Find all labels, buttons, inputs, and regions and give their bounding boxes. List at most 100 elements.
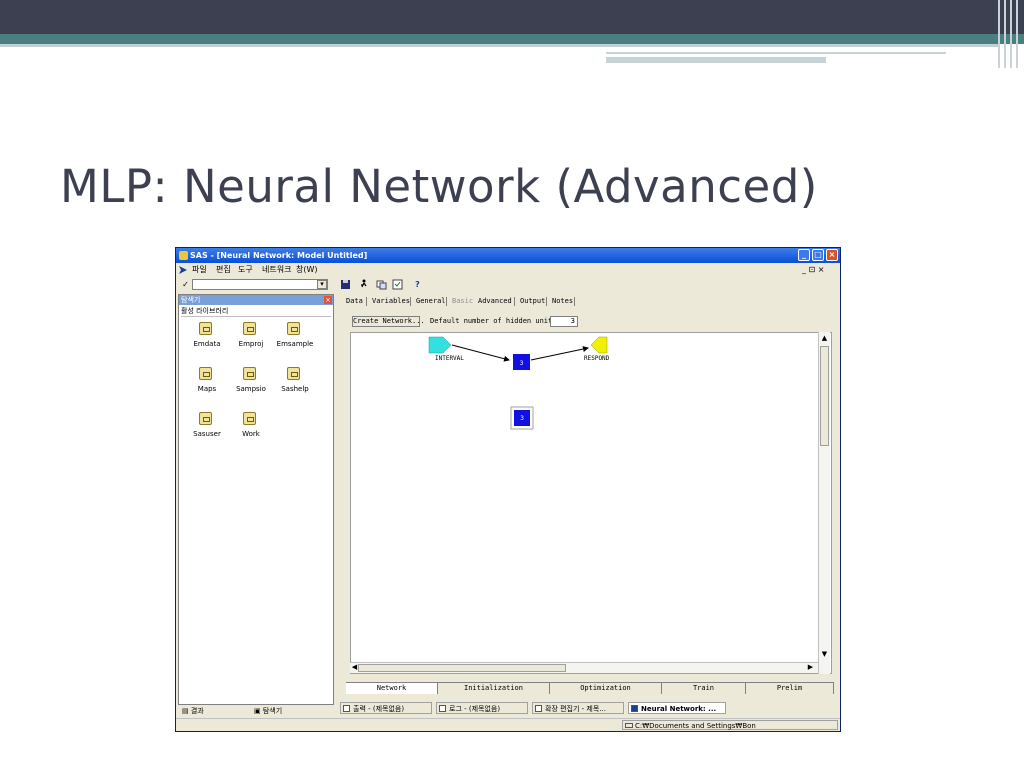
- library-emproj[interactable]: Emproj: [229, 322, 273, 362]
- output-window-icon: [343, 705, 350, 712]
- tab-initialization[interactable]: Initialization: [438, 683, 550, 694]
- extra-hidden-node-shape[interactable]: [514, 410, 530, 426]
- library-sashelp[interactable]: Sashelp: [273, 367, 317, 407]
- status-path-text: C:₩Documents and Settings₩Bon: [635, 722, 756, 730]
- library-label: Maps: [197, 385, 217, 393]
- library-drawer-icon: [243, 367, 256, 380]
- folder-icon: [625, 723, 633, 728]
- tab-general[interactable]: General: [416, 297, 446, 305]
- hidden-units-input[interactable]: 3: [550, 316, 578, 327]
- hidden-node-shape[interactable]: [513, 354, 530, 370]
- tab-train[interactable]: Train: [662, 683, 746, 694]
- output-node-label: RESPOND: [584, 355, 610, 362]
- task-log[interactable]: 로그 - (제목없음): [436, 702, 528, 714]
- vertical-scrollbar[interactable]: ▲ ▼: [818, 332, 830, 674]
- check-icon[interactable]: ✓: [182, 280, 189, 289]
- network-diagram: INTERVAL 3 RESPOND 3: [428, 336, 610, 430]
- active-libraries-heading: 활성 라이브러리: [181, 307, 229, 315]
- task-output-label: 출력 - (제목없음): [353, 705, 405, 713]
- sas-window: SAS - [Neural Network: Model Untitled] _…: [175, 247, 841, 732]
- library-drawer-icon: [287, 322, 300, 335]
- library-sasuser[interactable]: Sasuser: [185, 412, 229, 452]
- scroll-left-icon[interactable]: ◀: [351, 663, 358, 671]
- explorer-close-icon[interactable]: ×: [324, 296, 332, 304]
- library-sampsio[interactable]: Sampsio: [229, 367, 273, 407]
- slide-title: MLP: Neural Network (Advanced): [60, 160, 818, 213]
- scroll-right-icon[interactable]: ▶: [807, 663, 814, 671]
- library-label: Work: [242, 430, 260, 438]
- library-work[interactable]: Work: [229, 412, 273, 452]
- task-log-label: 로그 - (제목없음): [449, 705, 501, 713]
- sas-menu-icon[interactable]: [179, 266, 187, 274]
- tab-separator: [366, 297, 367, 306]
- nn-bottom-tabs: Network Initialization Optimization Trai…: [346, 682, 834, 695]
- vertical-scroll-thumb[interactable]: [820, 346, 829, 446]
- menu-network[interactable]: 네트워크: [262, 265, 292, 274]
- tab-results[interactable]: ▤ 결과: [182, 707, 204, 715]
- horizontal-scroll-thumb[interactable]: [358, 664, 566, 672]
- mdi-window-controls[interactable]: _ ⊡ ×: [802, 265, 825, 274]
- maximize-button[interactable]: □: [812, 249, 824, 261]
- scroll-up-icon[interactable]: ▲: [821, 334, 828, 342]
- tab-separator: [574, 297, 575, 306]
- library-drawer-icon: [199, 322, 212, 335]
- slide-accent-band: [0, 34, 1024, 44]
- tab-output[interactable]: Output: [520, 297, 546, 305]
- tab-notes[interactable]: Notes: [552, 297, 574, 305]
- library-label: Sashelp: [281, 385, 309, 393]
- input-node-shape[interactable]: [428, 336, 452, 354]
- menu-tools[interactable]: 도구: [238, 265, 253, 274]
- tab-data[interactable]: Data: [346, 297, 363, 305]
- task-neural-network[interactable]: Neural Network: ...: [628, 702, 726, 714]
- minimize-button[interactable]: _: [798, 249, 810, 261]
- tab-advanced[interactable]: Advanced: [478, 297, 512, 305]
- horizontal-scrollbar[interactable]: ◀ ▶: [350, 662, 818, 673]
- menu-edit[interactable]: 편집: [216, 265, 231, 274]
- command-dropdown-button[interactable]: ▾: [317, 280, 327, 289]
- library-emdata[interactable]: Emdata: [185, 322, 229, 362]
- tab-prelim[interactable]: Prelim: [746, 683, 834, 694]
- tab-separator: [546, 297, 547, 306]
- extra-hidden-node-value: 3: [520, 415, 524, 422]
- sas-app-icon: [179, 251, 188, 260]
- task-editor-label: 확장 편집기 - 제목...: [545, 705, 606, 713]
- results-icon[interactable]: [392, 279, 403, 290]
- slide-decor-stripe: [1010, 0, 1012, 68]
- tab-variables[interactable]: Variables: [372, 297, 410, 305]
- input-node-label: INTERVAL: [435, 355, 464, 362]
- save-icon[interactable]: [340, 279, 351, 290]
- tab-basic[interactable]: Basic: [452, 297, 474, 305]
- slide-decor-stripe: [1016, 0, 1018, 68]
- library-drawer-icon: [287, 367, 300, 380]
- menu-window[interactable]: 창(W): [296, 265, 318, 274]
- task-editor[interactable]: 확장 편집기 - 제목...: [532, 702, 624, 714]
- menu-file[interactable]: 파일: [192, 265, 207, 274]
- library-emsample[interactable]: Emsample: [273, 322, 317, 362]
- command-input[interactable]: [192, 279, 328, 290]
- task-output[interactable]: 출력 - (제목없음): [340, 702, 432, 714]
- output-node-shape[interactable]: [590, 336, 608, 354]
- tab-explorer-label: 탐색기: [262, 707, 283, 715]
- input-to-hidden-connection: [451, 344, 510, 362]
- library-drawer-icon: [199, 367, 212, 380]
- explorer-title: 탐색기: [181, 296, 201, 304]
- tab-separator: [446, 297, 447, 306]
- close-button[interactable]: ×: [826, 249, 838, 261]
- explorer-icon[interactable]: [376, 279, 387, 290]
- slide-decor-line: [606, 57, 826, 63]
- library-maps[interactable]: Maps: [185, 367, 229, 407]
- tab-optimization[interactable]: Optimization: [550, 683, 662, 694]
- create-network-button[interactable]: Create Network...: [352, 316, 425, 327]
- tab-network[interactable]: Network: [346, 683, 438, 694]
- scroll-down-icon[interactable]: ▼: [821, 650, 828, 658]
- window-titlebar[interactable]: SAS - [Neural Network: Model Untitled] _…: [176, 248, 840, 263]
- explorer-bottom-tabs: ▤ 결과 ▣ 탐색기: [178, 704, 334, 717]
- help-icon[interactable]: ?: [415, 280, 420, 289]
- run-icon[interactable]: [358, 279, 369, 290]
- tab-results-label: 결과: [190, 707, 204, 715]
- tab-explorer[interactable]: ▣ 탐색기: [254, 707, 283, 715]
- editor-window-icon: [535, 705, 542, 712]
- network-diagram-canvas[interactable]: INTERVAL 3 RESPOND 3: [350, 332, 832, 674]
- tab-separator: [514, 297, 515, 306]
- sas-window-taskbar: 출력 - (제목없음) 로그 - (제목없음) 확장 편집기 - 제목... N…: [338, 701, 838, 715]
